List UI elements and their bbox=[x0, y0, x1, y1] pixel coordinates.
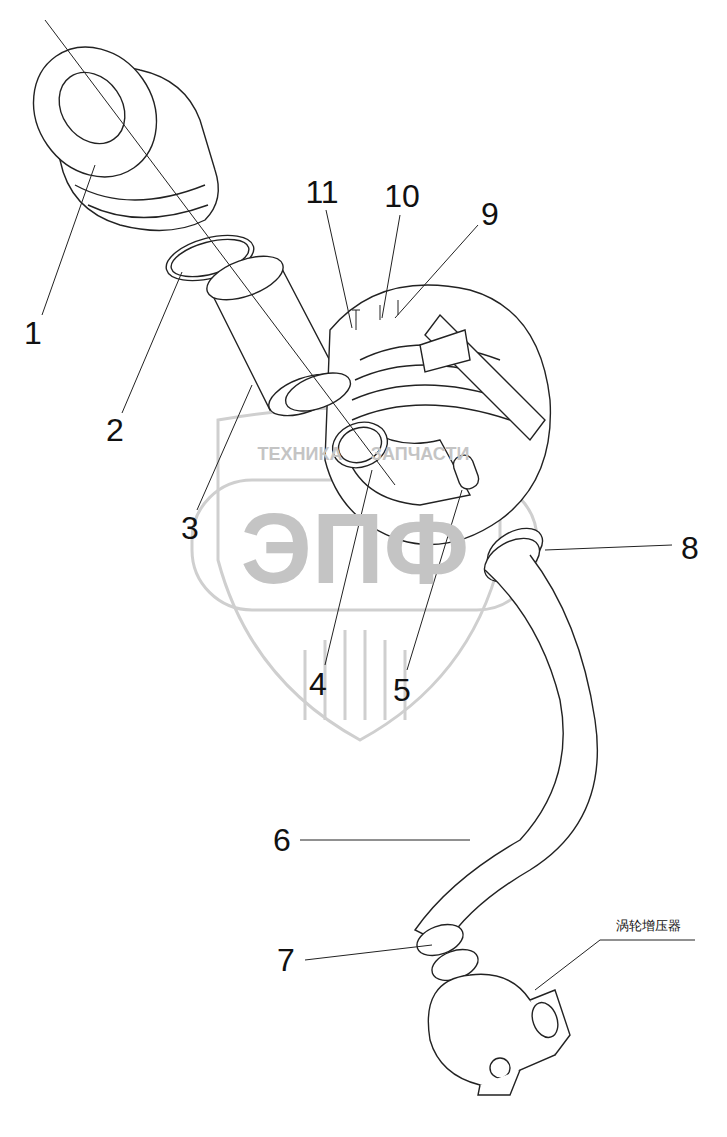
callout-number: 7 bbox=[277, 944, 295, 976]
callout-number: 2 bbox=[106, 414, 124, 446]
callout-number: 1 bbox=[24, 317, 42, 349]
callout-number: 6 bbox=[273, 824, 291, 856]
callout-number: 11 bbox=[305, 176, 338, 208]
callout-number: 4 bbox=[309, 668, 327, 700]
watermark-text: ЗАПЧАСТИ bbox=[371, 445, 470, 463]
callout-number: 5 bbox=[393, 674, 411, 706]
part-name: 涡轮增压器 bbox=[616, 919, 681, 932]
callout-number: 10 bbox=[384, 180, 420, 212]
bolts bbox=[352, 300, 398, 330]
air-cleaner bbox=[8, 23, 597, 1095]
watermark-text: ЭПФ bbox=[241, 498, 469, 598]
callout-number: 9 bbox=[481, 198, 499, 230]
leader-lines bbox=[42, 20, 695, 990]
watermark-text: ТЕХНИКА bbox=[258, 445, 343, 463]
callout-number: 8 bbox=[681, 532, 699, 564]
callout-number: 3 bbox=[181, 512, 199, 544]
